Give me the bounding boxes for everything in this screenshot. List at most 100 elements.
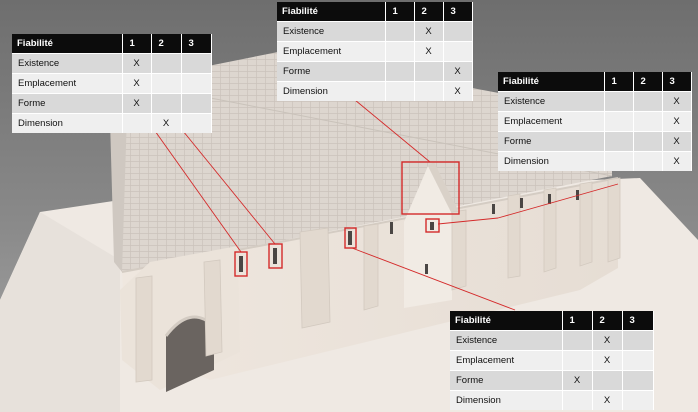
reliability-mark-cell [633, 111, 663, 132]
reliability-mark-cell [562, 390, 593, 410]
table-row: Dimension X [12, 113, 212, 133]
table-header-level-3: 3 [662, 72, 692, 92]
criterion-label: Dimension [277, 81, 386, 101]
table-header-level-2: 2 [592, 311, 623, 331]
reliability-mark-cell [592, 370, 623, 391]
table-header-label: Fiabilité [450, 311, 563, 331]
reliability-mark-cell [151, 93, 182, 114]
reliability-mark-cell [622, 370, 654, 391]
table-row: Emplacement X [498, 111, 692, 132]
reliability-mark-cell: X [122, 73, 152, 94]
window-slits [239, 190, 579, 274]
callout-box-opening [425, 218, 440, 233]
reliability-mark-cell [633, 131, 663, 152]
table-header-level-3: 3 [181, 34, 212, 54]
reliability-mark-cell [151, 53, 182, 74]
callout-box-gable [401, 161, 460, 215]
reliability-mark-cell: X [662, 111, 692, 132]
reliability-mark-cell [622, 390, 654, 410]
criterion-label: Existence [277, 21, 386, 42]
table-header-label: Fiabilité [12, 34, 123, 54]
table-header-level-2: 2 [414, 2, 444, 22]
reliability-mark-cell: X [151, 113, 182, 133]
reliability-mark-cell [414, 81, 444, 101]
reliability-mark-cell [604, 151, 634, 171]
table-header-level-1: 1 [122, 34, 152, 54]
reliability-mark-cell: X [443, 61, 473, 82]
table-row: Forme X [498, 131, 692, 152]
reliability-mark-cell [181, 73, 212, 94]
reliability-mark-cell [151, 73, 182, 94]
reliability-mark-cell: X [122, 53, 152, 74]
reliability-mark-cell [385, 61, 415, 82]
reliability-mark-cell: X [662, 131, 692, 152]
callout-box-window-2 [268, 243, 283, 269]
table-header-level-3: 3 [622, 311, 654, 331]
criterion-label: Forme [450, 370, 563, 391]
reliability-mark-cell: X [122, 93, 152, 114]
reliability-mark-cell [604, 131, 634, 152]
table-row: Existence X [277, 21, 473, 42]
criterion-label: Emplacement [498, 111, 605, 132]
reliability-mark-cell: X [592, 330, 623, 351]
criterion-label: Emplacement [277, 41, 386, 62]
reliability-mark-cell [633, 91, 663, 112]
table-row: Emplacement X [277, 41, 473, 62]
arched-doorway [166, 317, 214, 392]
criterion-label: Existence [450, 330, 563, 351]
table-row: Dimension X [450, 390, 654, 410]
reliability-mark-cell [443, 41, 473, 62]
reliability-mark-cell: X [414, 21, 444, 42]
reliability-mark-cell: X [414, 41, 444, 62]
reliability-mark-cell: X [443, 81, 473, 101]
reliability-mark-cell [562, 330, 593, 351]
reliability-mark-cell: X [592, 350, 623, 371]
table-row: Existence X [498, 91, 692, 112]
table-header-level-1: 1 [604, 72, 634, 92]
reliability-mark-cell [622, 330, 654, 351]
leader-lines [154, 99, 619, 311]
reliability-mark-cell [385, 41, 415, 62]
table-header-level-1: 1 [385, 2, 415, 22]
criterion-label: Dimension [12, 113, 123, 133]
reliability-mark-cell: X [592, 390, 623, 410]
reliability-mark-cell [622, 350, 654, 371]
buttresses [135, 177, 621, 383]
table-header-level-1: 1 [562, 311, 593, 331]
reliability-mark-cell [181, 53, 212, 74]
reliability-mark-cell [181, 113, 212, 133]
reliability-mark-cell: X [662, 91, 692, 112]
table-row: Dimension X [277, 81, 473, 101]
criterion-label: Forme [277, 61, 386, 82]
reliability-mark-cell [414, 61, 444, 82]
criterion-label: Existence [498, 91, 605, 112]
reliability-mark-cell [443, 21, 473, 42]
table-row: Existence X [450, 330, 654, 351]
reliability-mark-cell [122, 113, 152, 133]
reliability-mark-cell [562, 350, 593, 371]
reliability-mark-cell [633, 151, 663, 171]
criterion-label: Dimension [450, 390, 563, 410]
criterion-label: Existence [12, 53, 123, 74]
criterion-label: Forme [12, 93, 123, 114]
roof [110, 52, 612, 272]
reliability-mark-cell: X [562, 370, 593, 391]
criterion-label: Emplacement [12, 73, 123, 94]
criterion-label: Dimension [498, 151, 605, 171]
reliability-mark-cell [604, 91, 634, 112]
table-header-level-2: 2 [633, 72, 663, 92]
table-row: Forme X [277, 61, 473, 82]
criterion-label: Forme [498, 131, 605, 152]
callout-box-window-3 [344, 227, 357, 249]
table-header-label: Fiabilité [498, 72, 605, 92]
